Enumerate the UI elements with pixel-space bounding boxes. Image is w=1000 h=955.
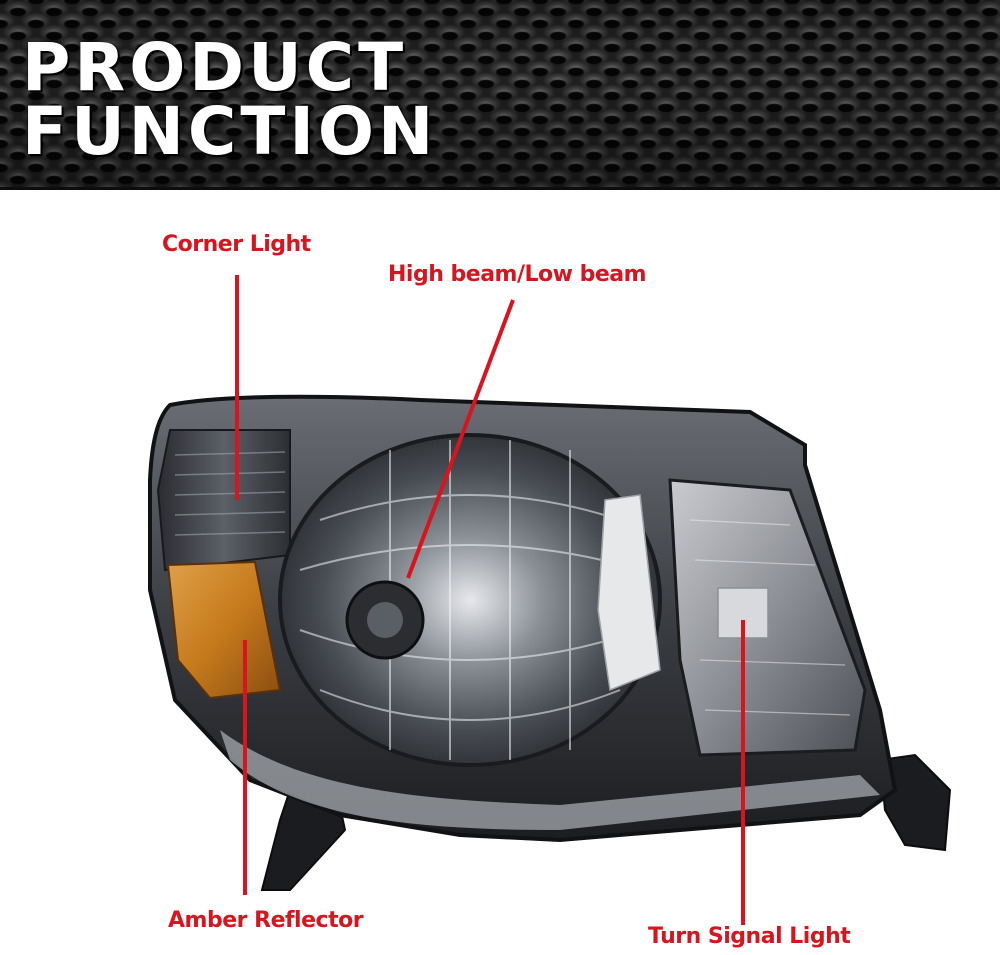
high-low-beam-leader	[406, 299, 515, 579]
banner-title-line-1: PRODUCT	[22, 29, 408, 106]
beam-bulb-center	[367, 602, 403, 638]
corner-light-lens	[156, 429, 291, 572]
banner: PRODUCT FUNCTION	[0, 0, 1000, 190]
lower-trim-strip	[220, 730, 880, 830]
callout-turn-signal: Turn Signal Light	[648, 924, 851, 949]
headlight-illustration	[148, 275, 952, 925]
turn-signal-ridges	[689, 519, 851, 716]
main-reflector-bowl	[278, 433, 662, 767]
reflector-facets	[299, 440, 641, 760]
headlight-photo	[0, 190, 1000, 955]
callout-high-low-beam: High beam/Low beam	[388, 262, 647, 287]
corner-light-ridges	[174, 451, 286, 536]
callout-corner-light: Corner Light	[162, 232, 311, 257]
callout-amber-reflector: Amber Reflector	[168, 908, 364, 933]
bulb-shield	[597, 494, 661, 692]
mounting-bracket-right	[878, 753, 952, 852]
banner-shade	[0, 0, 1000, 187]
banner-title: PRODUCT FUNCTION	[22, 29, 438, 170]
banner-title-line-2: FUNCTION	[22, 93, 438, 170]
